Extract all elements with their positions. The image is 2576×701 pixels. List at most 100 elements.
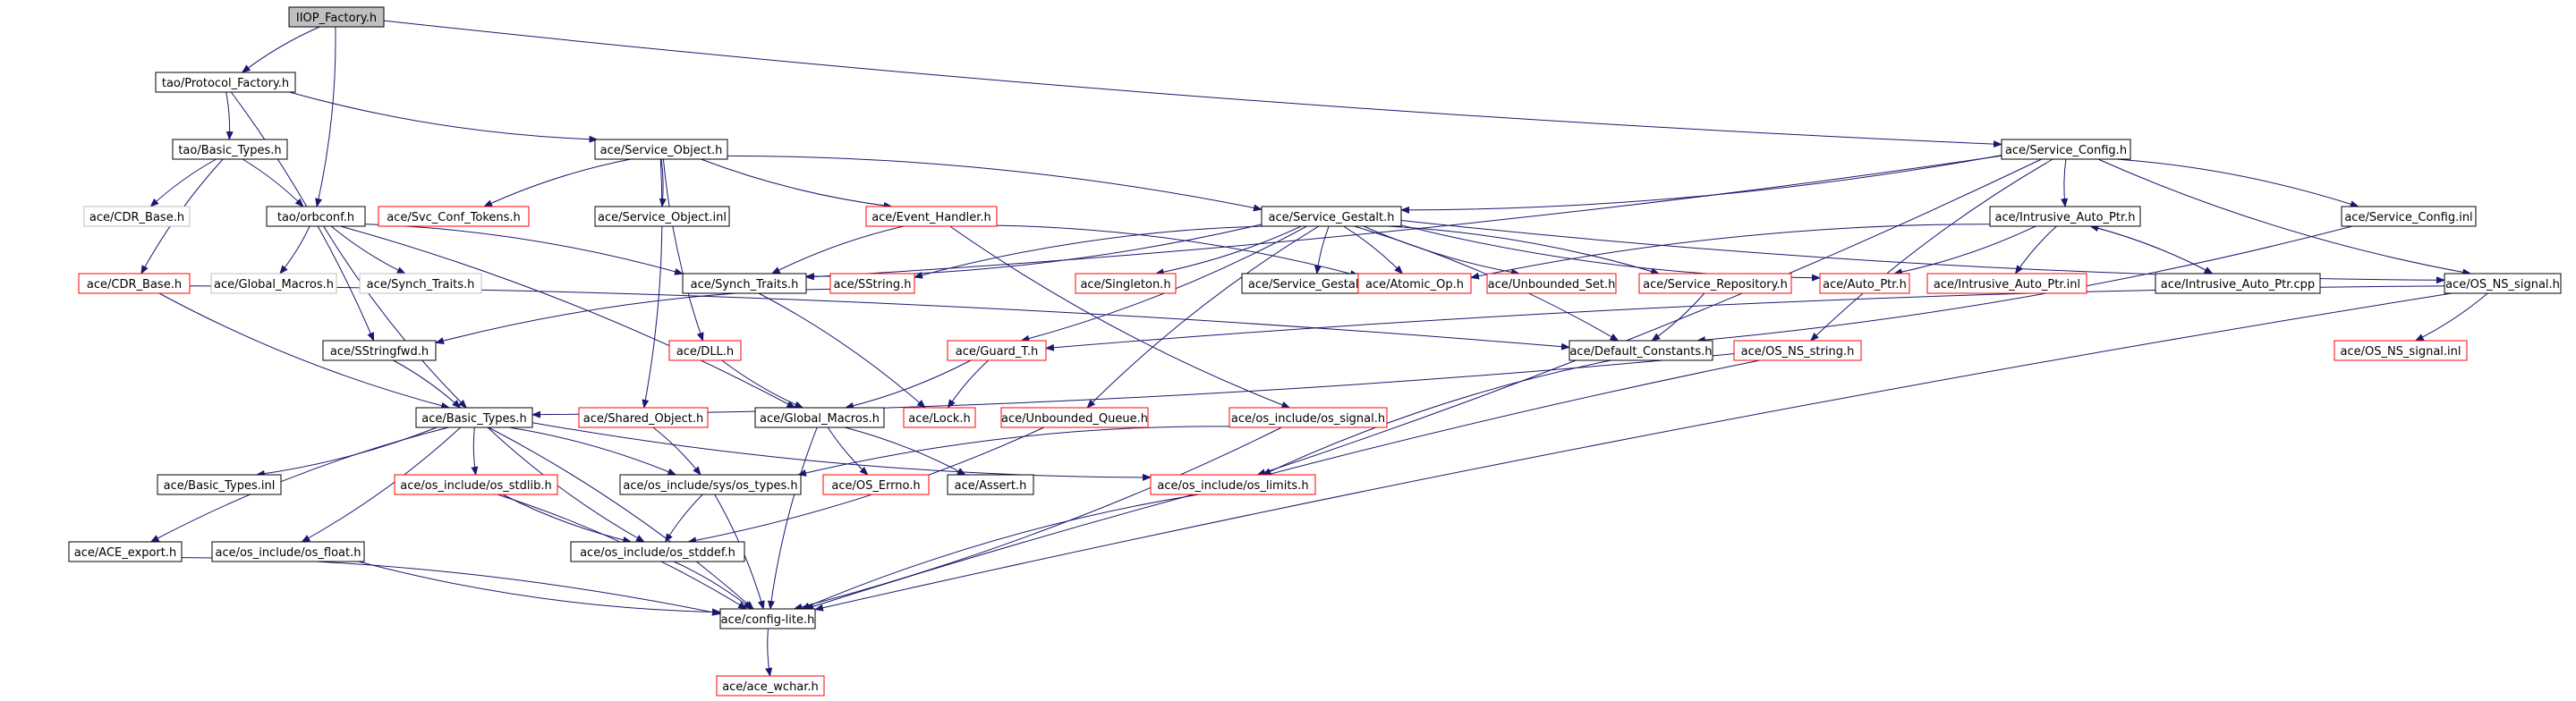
node-ace-basic-types-h[interactable]: ace/Basic_Types.h bbox=[415, 407, 533, 428]
node-box bbox=[288, 6, 385, 28]
edge-ace-basic-types-h-to-ace-os-include-os-stdlib-h bbox=[471, 427, 479, 476]
node-ace-service-gestalt-inl[interactable]: ace/Service_Gestalt.inl bbox=[1241, 273, 1388, 294]
node-tao-basic-types-h[interactable]: tao/Basic_Types.h bbox=[172, 139, 288, 160]
node-ace-intrusive-auto-ptr-h[interactable]: ace/Intrusive_Auto_Ptr.h bbox=[1989, 206, 2141, 227]
node-ace-basic-types-inl[interactable]: ace/Basic_Types.inl bbox=[157, 474, 282, 495]
node-box bbox=[2155, 273, 2321, 294]
edge-ace-event-handler-h-to-ace-os-include-os-signal-h bbox=[949, 225, 1291, 409]
edge-ace-global-macros-h-to-ace-assert-h bbox=[844, 427, 966, 476]
edge-ace-service-object-h-to-ace-dll-h bbox=[662, 158, 704, 342]
node-ace-os-include-os-float-h[interactable]: ace/os_include/os_float.h bbox=[211, 541, 365, 562]
node-box bbox=[1075, 273, 1177, 294]
node-ace-os-errno-h[interactable]: ace/OS_Errno.h bbox=[822, 474, 930, 495]
node-label: ace/Service_Config.inl bbox=[2344, 211, 2472, 224]
edge-ace-service-gestalt-h-to-ace-service-repository-h bbox=[1387, 225, 1661, 275]
node-ace-shared-object-h[interactable]: ace/Shared_Object.h bbox=[578, 407, 709, 428]
node-box bbox=[822, 474, 930, 495]
node-ace-intrusive-auto-ptr-inl[interactable]: ace/Intrusive_Auto_Ptr.inl bbox=[1926, 273, 2087, 294]
node-box bbox=[719, 608, 816, 629]
node-ace-dll-h[interactable]: ace/DLL.h bbox=[668, 340, 742, 361]
node-ace-global-macros-h[interactable]: ace/Global_Macros.h bbox=[754, 407, 885, 428]
node-ace-svc-conf-tokens-h[interactable]: ace/Svc_Conf_Tokens.h bbox=[378, 206, 530, 227]
node-ace-service-object-h[interactable]: ace/Service_Object.h bbox=[594, 139, 728, 160]
node-label: ace/Service_Gestalt.inl bbox=[1248, 278, 1381, 291]
node-ace-config-lite-h[interactable]: ace/config-lite.h bbox=[719, 608, 816, 629]
node-ace-service-object-inl[interactable]: ace/Service_Object.inl bbox=[594, 206, 730, 227]
node-ace-guard-t-h[interactable]: ace/Guard_T.h bbox=[947, 340, 1047, 361]
node-label: ace/os_include/os_stddef.h bbox=[580, 546, 735, 560]
edge-ace-guard-t-h-to-ace-lock-h bbox=[947, 359, 989, 409]
node-box bbox=[754, 407, 885, 428]
node-ace-os-include-os-stddef-h[interactable]: ace/os_include/os_stddef.h bbox=[570, 541, 745, 562]
node-box bbox=[1819, 273, 1910, 294]
node-ace-atomic-op-h[interactable]: ace/Atomic_Op.h bbox=[1357, 273, 1472, 294]
node-ace-default-constants-h[interactable]: ace/Default_Constants.h bbox=[1569, 340, 1713, 361]
node-ace-cdr-base-h[interactable]: ace/CDR_Base.h bbox=[78, 273, 191, 294]
node-tao-protocol-factory-h[interactable]: tao/Protocol_Factory.h bbox=[155, 72, 296, 93]
node-ace-os-ns-signal-inl[interactable]: ace/OS_NS_signal.inl bbox=[2334, 340, 2468, 361]
edge-ace-service-config-h-to-ace-os-ns-signal-h bbox=[2097, 158, 2472, 276]
edge-ace-intrusive-auto-ptr-cpp-to-ace-intrusive-auto-ptr-h bbox=[2089, 224, 2213, 274]
node-tao-orbconf-h[interactable]: tao/orbconf.h bbox=[266, 206, 366, 227]
node-label: tao/orbconf.h bbox=[277, 211, 354, 224]
node-ace-service-config-inl[interactable]: ace/Service_Config.inl bbox=[2341, 206, 2477, 227]
node-box bbox=[322, 340, 437, 361]
edge-ace-service-config-h-to-ace-intrusive-auto-ptr-h bbox=[2061, 158, 2069, 207]
edge-ace-basic-types-h-to-ace-config-lite-h bbox=[488, 427, 754, 610]
node-box bbox=[668, 340, 742, 361]
node-ace-ace-export-h[interactable]: ace/ACE_export.h bbox=[68, 541, 183, 562]
node-label: ace/Assert.h bbox=[955, 479, 1027, 493]
node-box bbox=[570, 541, 745, 562]
node-ace-service-repository-h[interactable]: ace/Service_Repository.h bbox=[1638, 273, 1792, 294]
node-label: ace/Service_Repository.h bbox=[1643, 278, 1788, 291]
node-box bbox=[68, 541, 183, 562]
node-box bbox=[829, 273, 915, 294]
node-ace-os-include-os-limits-h[interactable]: ace/os_include/os_limits.h bbox=[1150, 474, 1316, 495]
node-ace-intrusive-auto-ptr-cpp[interactable]: ace/Intrusive_Auto_Ptr.cpp bbox=[2155, 273, 2321, 294]
node-ace-sstringfwd-h[interactable]: ace/SStringfwd.h bbox=[322, 340, 437, 361]
node-ace-service-config-h[interactable]: ace/Service_Config.h bbox=[2001, 139, 2131, 160]
node-label: ace/Intrusive_Auto_Ptr.cpp bbox=[2161, 278, 2315, 291]
node-ace-synch-traits-h[interactable]: ace/Synch_Traits.h bbox=[682, 273, 807, 294]
node-label: ace/Unbounded_Set.h bbox=[1488, 278, 1616, 291]
node-label: ace/Lock.h bbox=[908, 412, 971, 426]
node-ace-sstring-h[interactable]: ace/SString.h bbox=[829, 273, 915, 294]
node-ace-ace-wchar-h[interactable]: ace/ace_wchar.h bbox=[716, 675, 825, 697]
node-label: ace/Svc_Conf_Tokens.h bbox=[387, 211, 521, 224]
node-box bbox=[2001, 139, 2131, 160]
node-iiop-factory-h[interactable]: IIOP_Factory.h bbox=[288, 6, 385, 28]
node-ace-os-include-os-signal-h[interactable]: ace/os_include/os_signal.h bbox=[1228, 407, 1388, 428]
node-ace-global-macros-h: ace/Global_Macros.h bbox=[210, 273, 337, 294]
edge-ace-service-object-h-to-ace-svc-conf-tokens-h bbox=[483, 158, 632, 207]
edge-ace-os-include-os-stddef-h-to-ace-config-lite-h bbox=[673, 561, 752, 610]
edge-ace-service-gestalt-h-to-ace-sstring-h bbox=[914, 225, 1264, 279]
node-box bbox=[1261, 206, 1402, 227]
node-ace-lock-h[interactable]: ace/Lock.h bbox=[903, 407, 976, 428]
node-ace-os-include-sys-os-types-h[interactable]: ace/os_include/sys/os_types.h bbox=[619, 474, 802, 495]
edge-ace-service-config-h-to-ace-os-include-os-limits-h bbox=[1256, 158, 2042, 476]
node-ace-os-include-os-stdlib-h[interactable]: ace/os_include/os_stdlib.h bbox=[394, 474, 558, 495]
node-box bbox=[903, 407, 976, 428]
node-label: ace/CDR_Base.h bbox=[87, 278, 182, 291]
node-label: ace/Unbounded_Queue.h bbox=[1001, 412, 1148, 426]
edge-layer bbox=[140, 20, 2488, 677]
node-ace-os-ns-string-h[interactable]: ace/OS_NS_string.h bbox=[1733, 340, 1862, 361]
edge-ace-service-config-h-to-ace-os-ns-string-h bbox=[1809, 158, 2053, 342]
edge-tao-orbconf-h-to-ace-synch-traits-h bbox=[364, 224, 684, 275]
node-ace-synch-traits-h: ace/Synch_Traits.h bbox=[359, 273, 482, 294]
node-box bbox=[947, 474, 1034, 495]
node-ace-os-ns-signal-h[interactable]: ace/OS_NS_signal.h bbox=[2444, 273, 2562, 294]
edge-ace-service-config-h-to-ace-service-config-inl bbox=[2116, 158, 2359, 208]
node-ace-unbounded-queue-h[interactable]: ace/Unbounded_Queue.h bbox=[1000, 407, 1149, 428]
node-label: ace/OS_NS_signal.h bbox=[2445, 278, 2560, 291]
node-ace-unbounded-set-h[interactable]: ace/Unbounded_Set.h bbox=[1486, 273, 1617, 294]
node-ace-assert-h[interactable]: ace/Assert.h bbox=[947, 474, 1034, 495]
edge-ace-config-lite-h-to-ace-ace-wchar-h bbox=[765, 628, 773, 677]
node-ace-singleton-h[interactable]: ace/Singleton.h bbox=[1075, 273, 1177, 294]
node-box bbox=[1357, 273, 1472, 294]
node-ace-auto-ptr-h[interactable]: ace/Auto_Ptr.h bbox=[1819, 273, 1910, 294]
node-box bbox=[1486, 273, 1617, 294]
node-ace-event-handler-h[interactable]: ace/Event_Handler.h bbox=[865, 206, 998, 227]
node-ace-service-gestalt-h[interactable]: ace/Service_Gestalt.h bbox=[1261, 206, 1402, 227]
